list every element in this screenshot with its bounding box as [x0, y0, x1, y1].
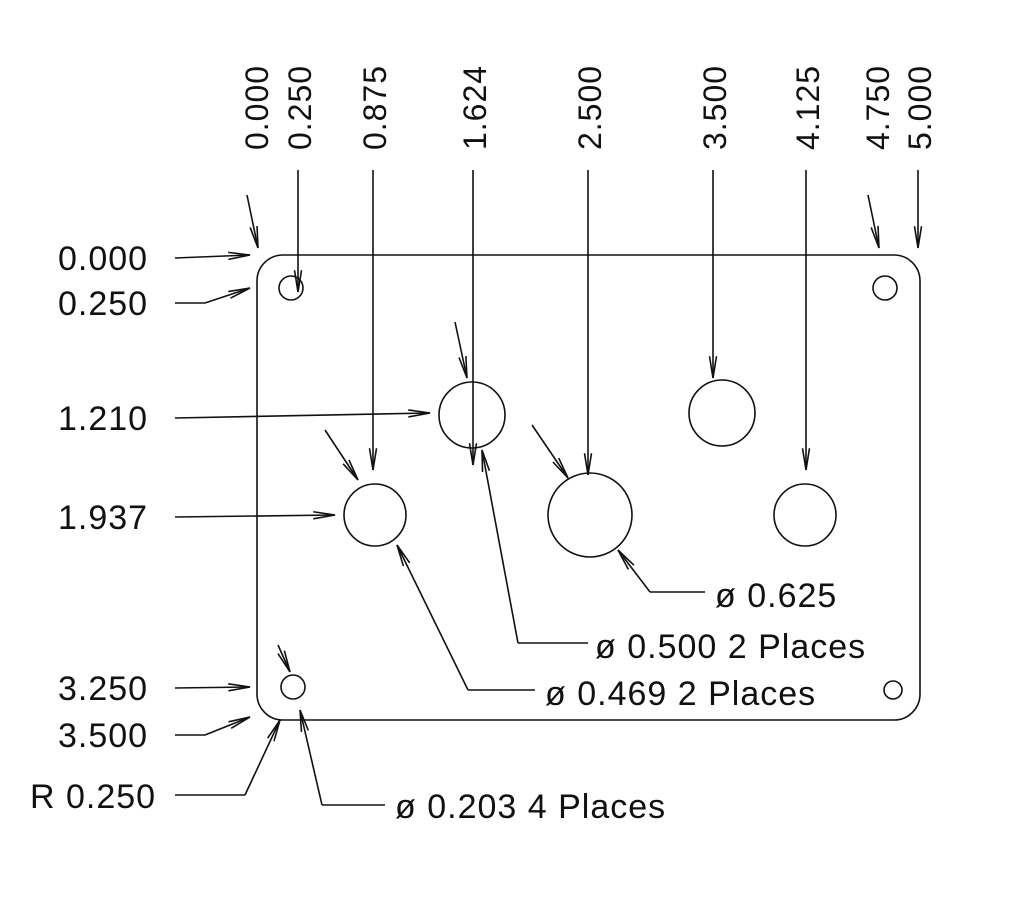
- left-dimension-label: 1.937: [58, 499, 148, 537]
- arrowhead-icon: [228, 287, 251, 299]
- top-dimension-label: 3.500: [697, 65, 733, 150]
- leader-line: [174, 514, 336, 518]
- callout-label: ø 0.500 2 Places: [595, 628, 866, 666]
- top-dimension-label: 2.500: [572, 65, 608, 150]
- leader-line: [299, 709, 323, 806]
- arrowhead-icon: [277, 650, 291, 673]
- left-dimension-label: 3.250: [58, 670, 148, 708]
- leader-line: [867, 194, 880, 249]
- leader-line: [481, 449, 519, 644]
- arrowhead-icon: [481, 449, 491, 473]
- arrowhead-icon: [368, 448, 378, 471]
- hole: [883, 680, 903, 700]
- leader-line: [454, 321, 468, 379]
- arrowhead-icon: [249, 225, 259, 249]
- leader-line: [617, 549, 651, 593]
- top-dimension-label: 0.250: [282, 65, 318, 150]
- arrowhead-icon: [342, 459, 359, 481]
- top-dimension-label: 4.750: [860, 65, 896, 150]
- arrowhead-icon: [870, 225, 880, 249]
- hole: [438, 381, 506, 449]
- hole: [872, 275, 898, 301]
- callout-label: ø 0.203 4 Places: [395, 788, 666, 826]
- callout-label: ø 0.469 2 Places: [545, 675, 816, 713]
- arrowhead-icon: [293, 270, 303, 293]
- arrowhead-icon: [299, 709, 310, 733]
- radius-label: R 0.250: [30, 778, 156, 816]
- arrowhead-icon: [266, 719, 281, 742]
- hole: [688, 379, 756, 447]
- hole: [343, 483, 407, 547]
- leader-line: [174, 412, 431, 419]
- arrowhead-icon: [228, 682, 251, 692]
- arrowhead-icon: [913, 226, 923, 249]
- arrowhead-icon: [468, 443, 478, 466]
- leader-line: [246, 194, 259, 249]
- hole: [280, 674, 306, 700]
- arrowhead-icon: [458, 355, 468, 379]
- arrowhead-icon: [801, 448, 811, 471]
- leader-line: [324, 429, 359, 481]
- leader-line: [174, 686, 251, 689]
- leader-line: [204, 287, 251, 304]
- arrowhead-icon: [228, 251, 251, 261]
- leader-line: [396, 544, 469, 691]
- leader-line: [204, 716, 251, 736]
- top-dimension-label: 4.125: [790, 65, 826, 150]
- arrowhead-icon: [228, 716, 251, 730]
- left-dimension-label: 0.250: [58, 285, 148, 323]
- hole: [547, 472, 633, 558]
- top-dimension-label: 0.875: [357, 65, 393, 150]
- arrowhead-icon: [552, 457, 569, 479]
- callout-label: ø 0.625: [715, 577, 837, 615]
- hole: [773, 483, 837, 547]
- arrowhead-icon: [583, 453, 593, 476]
- arrowhead-icon: [313, 510, 336, 520]
- top-dimension-label: 5.000: [902, 65, 938, 150]
- arrowhead-icon: [396, 544, 411, 567]
- left-dimension-label: 1.210: [58, 400, 148, 438]
- leader-line: [174, 254, 251, 259]
- hole: [278, 275, 304, 301]
- left-dimension-label: 3.500: [58, 717, 148, 755]
- arrowhead-icon: [708, 356, 718, 379]
- top-dimension-label: 1.624: [457, 65, 493, 150]
- arrowhead-icon: [408, 409, 431, 418]
- left-dimension-label: 0.000: [58, 240, 148, 278]
- arrowhead-icon: [617, 549, 635, 570]
- top-dimension-label: 0.000: [239, 65, 275, 150]
- leader-line: [244, 719, 281, 796]
- leader-line: [531, 424, 569, 479]
